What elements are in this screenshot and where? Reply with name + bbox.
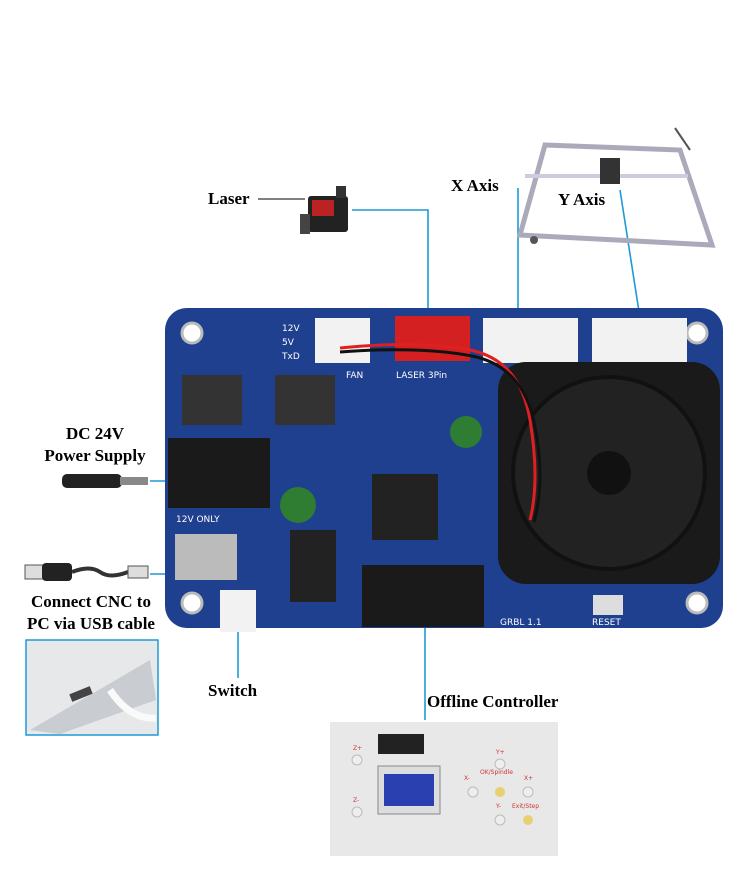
silk-12v-only: 12V ONLY	[176, 515, 220, 525]
ctl-exit-step: Exit/Step	[512, 803, 539, 810]
ctl-x-plus: X+	[524, 775, 533, 782]
label-offline-controller: Offline Controller	[427, 692, 559, 711]
silk-laser-3pin: LASER 3Pin	[396, 371, 447, 381]
grbl-board-image	[165, 308, 723, 632]
label-x-axis: X Axis	[451, 176, 499, 195]
silk-fan: FAN	[346, 371, 363, 381]
label-laser: Laser	[208, 189, 250, 208]
engraver-frame-image	[516, 127, 716, 248]
label-y-axis: Y Axis	[558, 190, 606, 209]
label-switch: Switch	[208, 681, 258, 700]
laptop-usb-photo	[25, 639, 159, 736]
label-usb-line2: PC via USB cable	[27, 614, 155, 633]
ctl-ok-spindle: OK/Spindle	[480, 769, 513, 776]
ctl-z-plus: Z+	[353, 745, 362, 752]
ctl-x-minus: X-	[464, 775, 470, 782]
silk-grbl: GRBL 1.1	[500, 618, 542, 628]
silk-5v: 5V	[282, 338, 295, 348]
y-axis-leader	[619, 189, 641, 319]
silk-txd: TxD	[281, 352, 300, 362]
ctl-y-minus: Y-	[495, 803, 501, 810]
dc-cable-image	[62, 474, 148, 488]
label-power-line2: Power Supply	[44, 446, 146, 465]
laser-leader	[352, 209, 429, 328]
usb-cable-image	[24, 563, 149, 581]
silk-reset: RESET	[592, 618, 621, 628]
laser-module-image	[300, 186, 348, 234]
ctl-z-minus: Z-	[353, 797, 359, 804]
offline-controller-image	[330, 722, 558, 856]
label-power-line1: DC 24V	[65, 424, 125, 443]
ctl-y-plus: Y+	[495, 749, 505, 756]
silk-12v: 12V	[282, 324, 300, 334]
label-usb-line1: Connect CNC to	[31, 592, 151, 611]
leader-lines	[150, 188, 641, 720]
